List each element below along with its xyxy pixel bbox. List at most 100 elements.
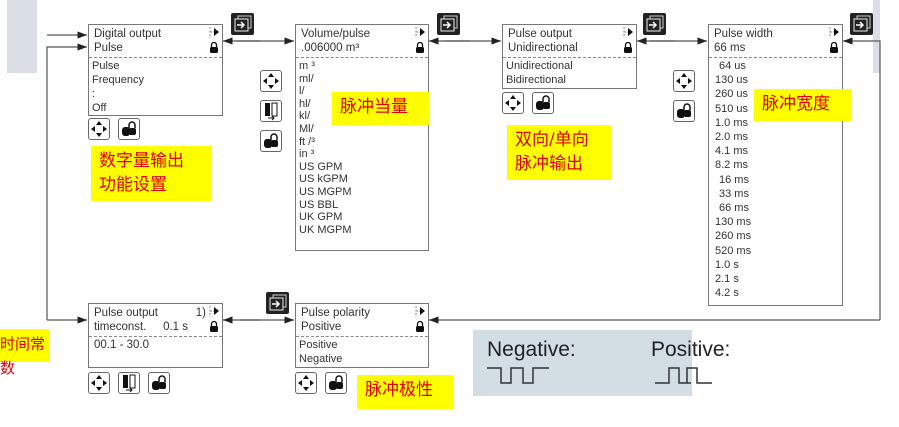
option-item[interactable]: 4.2 s xyxy=(715,287,739,300)
move-arrows-icon[interactable] xyxy=(295,372,317,394)
option-item[interactable]: 8.2 ms xyxy=(715,159,749,172)
unlock-icon[interactable] xyxy=(532,92,554,114)
unlock-icon[interactable] xyxy=(118,118,140,140)
label-pulse-width: 脉冲宽度 xyxy=(754,89,851,121)
option-item[interactable]: US GPM xyxy=(299,160,343,173)
lock-icon xyxy=(416,320,424,332)
option-item[interactable]: ft /³ xyxy=(299,135,315,148)
move-arrows-icon[interactable] xyxy=(673,70,695,92)
polarity-legend: Negative: Positive: xyxy=(473,330,730,396)
option-item[interactable]: hl/ xyxy=(299,97,311,110)
move-arrows-icon[interactable] xyxy=(88,372,110,394)
unlock-icon[interactable] xyxy=(325,372,347,394)
lock-icon xyxy=(416,41,424,53)
option-item[interactable]: Pulse xyxy=(92,60,120,72)
option-item[interactable]: kl/ xyxy=(299,110,310,123)
option-item[interactable]: Bidirectional xyxy=(506,74,566,86)
unlock-icon[interactable] xyxy=(148,372,170,394)
option-item[interactable]: Unidirectional xyxy=(506,60,573,72)
option-item[interactable]: 510 us xyxy=(715,102,749,115)
option-item[interactable]: Negative xyxy=(299,353,343,365)
box-title: Volume/pulse xyxy=(301,28,371,40)
option-item[interactable]: US BBL xyxy=(299,198,339,211)
footnote-marker: 1) xyxy=(195,307,206,319)
option-item[interactable]: m ³ xyxy=(299,60,315,72)
option-item[interactable]: 64 us xyxy=(719,60,746,72)
label-pulse-direction: 双向/单向脉冲输出 xyxy=(507,125,611,180)
enter-submenu-icon[interactable] xyxy=(231,13,254,35)
current-value: Unidirectional xyxy=(508,41,578,54)
positive-waveform xyxy=(655,367,691,384)
option-item[interactable]: 33 ms xyxy=(719,187,749,200)
option-item[interactable]: 520 ms xyxy=(715,244,752,257)
enter-submenu-icon[interactable] xyxy=(643,13,666,35)
option-item[interactable]: 1.0 s xyxy=(715,258,739,271)
option-item[interactable]: 260 ms xyxy=(715,230,752,243)
enter-icon xyxy=(623,27,633,38)
enter-icon xyxy=(415,27,425,38)
option-item[interactable]: : xyxy=(92,88,96,100)
grey-band-left xyxy=(7,0,37,73)
option-item[interactable]: US MGPM xyxy=(299,186,352,198)
label-time-constant: 时间常数 xyxy=(0,329,50,377)
lock-icon xyxy=(624,41,632,53)
option-item[interactable]: 130 ms xyxy=(715,216,752,229)
move-arrows-icon[interactable] xyxy=(502,92,524,114)
enter-icon xyxy=(209,306,219,317)
current-value: 66 ms xyxy=(714,41,746,54)
move-arrows-icon[interactable] xyxy=(260,70,282,92)
grey-band-right xyxy=(873,0,880,73)
option-item[interactable]: 4.1 ms xyxy=(715,145,749,158)
option-item[interactable]: 66 ms xyxy=(719,202,749,214)
enter-icon xyxy=(209,27,219,38)
option-item[interactable]: Positive xyxy=(299,339,338,351)
current-value: Positive xyxy=(301,320,342,333)
option-item[interactable]: Ml/ xyxy=(299,123,314,135)
option-item[interactable]: 2.1 s xyxy=(715,273,739,285)
enter-submenu-icon[interactable] xyxy=(437,13,460,35)
negative-waveform xyxy=(487,367,549,384)
option-item[interactable]: UK GPM xyxy=(299,211,343,224)
box-title-2: timeconst. xyxy=(94,320,147,333)
enter-submenu-icon[interactable] xyxy=(850,13,873,35)
option-item[interactable]: US kGPM xyxy=(299,173,348,186)
option-item[interactable]: 1.0 ms xyxy=(715,116,749,129)
option-item[interactable]: Frequency xyxy=(92,74,144,86)
box-title: Pulse output xyxy=(94,307,158,319)
label-pulse-value: 脉冲当量 xyxy=(332,92,429,125)
edit-confirm-icon[interactable] xyxy=(260,100,282,122)
volume-pulse-box-header: Volume/pulse.006000 m³ xyxy=(296,25,428,58)
current-value: 0.1 s xyxy=(163,321,188,333)
option-item[interactable]: 130 us xyxy=(715,74,749,87)
value-range: 00.1 - 30.0 xyxy=(94,339,149,351)
legend-negative: Negative: xyxy=(487,338,576,361)
edit-confirm-icon[interactable] xyxy=(118,372,140,394)
enter-icon xyxy=(415,306,425,317)
option-item[interactable]: l/ xyxy=(299,85,305,98)
option-item[interactable]: ml/ xyxy=(299,72,314,85)
unlock-icon[interactable] xyxy=(673,100,695,122)
lock-icon xyxy=(210,320,218,332)
option-item[interactable]: 16 ms xyxy=(719,173,749,186)
enter-submenu-icon[interactable] xyxy=(266,292,289,314)
option-item[interactable]: in ³ xyxy=(299,148,315,161)
move-arrows-icon[interactable] xyxy=(88,118,110,140)
box-title: Digital output xyxy=(94,28,162,40)
current-value: Pulse xyxy=(94,41,123,54)
option-item[interactable]: Off xyxy=(92,102,107,114)
option-item[interactable]: 260 us xyxy=(715,88,749,101)
unlock-icon[interactable] xyxy=(260,130,282,152)
option-item[interactable]: 2.0 ms xyxy=(715,131,749,143)
option-item[interactable]: UK MGPM xyxy=(299,223,352,236)
